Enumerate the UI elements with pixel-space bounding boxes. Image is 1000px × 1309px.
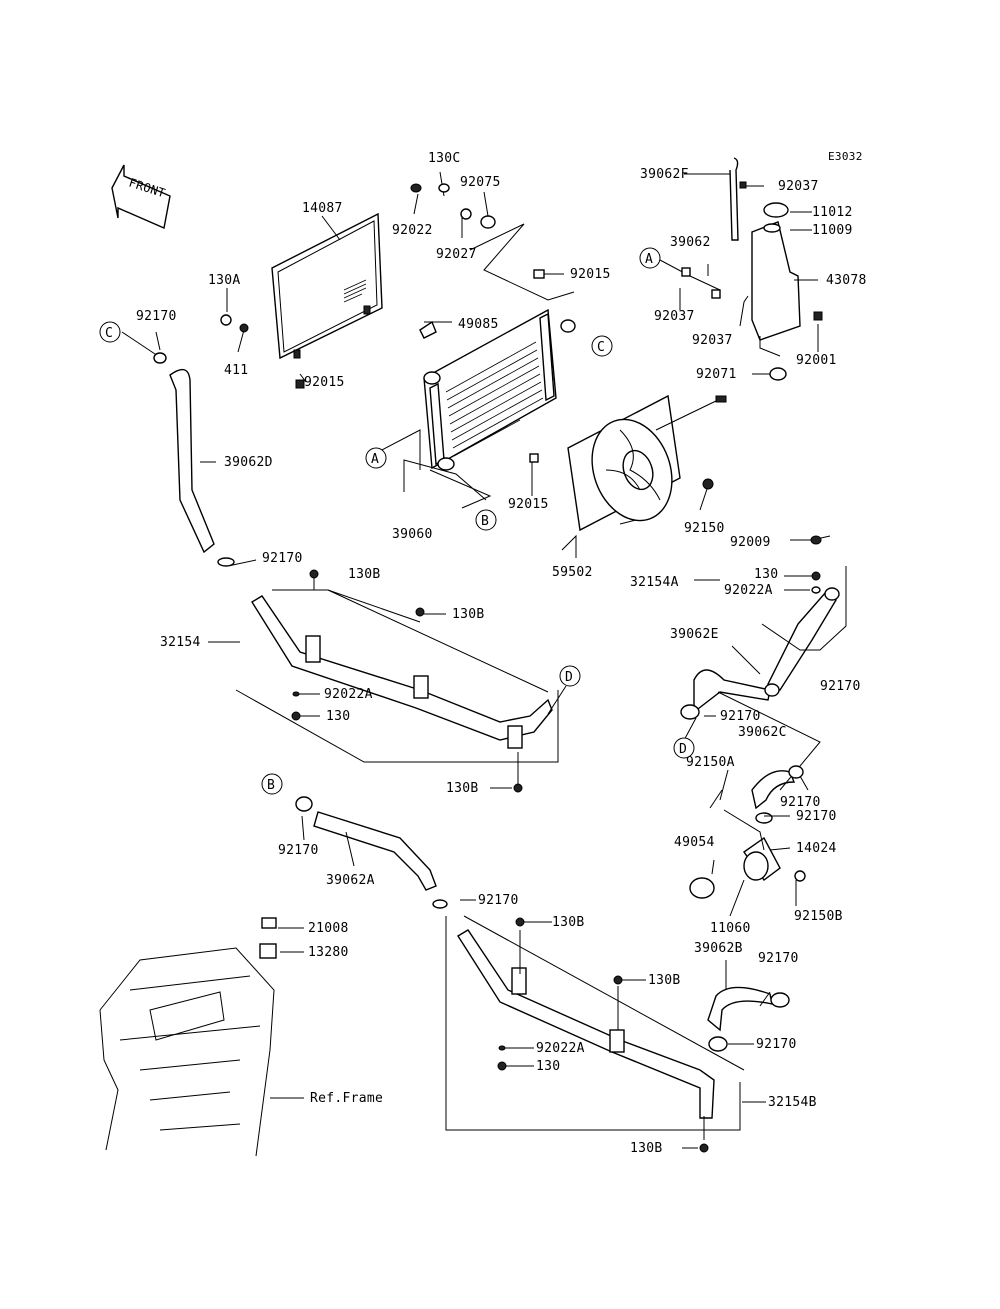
part-label: 92170	[780, 795, 821, 810]
hose-39062e	[693, 669, 771, 714]
part-label: 39062A	[326, 873, 375, 888]
part-label: 130B	[348, 567, 381, 582]
part-label: 13280	[308, 945, 349, 960]
part-label: 130	[536, 1059, 560, 1074]
part-label: 92150B	[794, 909, 843, 924]
part-label: 11060	[710, 921, 751, 936]
part-label: 14087	[302, 201, 343, 216]
svg-text:D: D	[679, 742, 687, 757]
svg-text:A: A	[645, 252, 653, 267]
part-label: 130B	[552, 915, 585, 930]
part-label: 92170	[262, 551, 303, 566]
part-label: 92022A	[724, 583, 773, 598]
part-label: 39062	[670, 235, 711, 250]
part-label: 32154A	[630, 575, 679, 590]
part-label: 92027	[436, 247, 477, 262]
part-label: 92170	[136, 309, 177, 324]
svg-text:C: C	[597, 340, 605, 355]
part-label: 11012	[812, 205, 853, 220]
thermostat-housing	[689, 812, 781, 899]
part-label: 39060	[392, 527, 433, 542]
callout-circle-c-left: C	[99, 321, 121, 343]
part-label: 92170	[720, 709, 761, 724]
frame-reference	[99, 917, 277, 1157]
svg-text:B: B	[481, 514, 489, 529]
hose-32154a	[767, 591, 837, 691]
part-label: 92015	[508, 497, 549, 512]
part-label: 92170	[796, 809, 837, 824]
leader-lines	[121, 171, 847, 1149]
part-label: 92037	[654, 309, 695, 324]
part-label: 39062F	[640, 167, 689, 182]
pipe-32154b	[457, 929, 715, 1119]
part-label: 92150	[684, 521, 725, 536]
hose-39062c	[751, 770, 796, 810]
svg-text:C: C	[105, 326, 113, 341]
svg-text:A: A	[371, 452, 379, 467]
part-label: 92015	[304, 375, 345, 390]
part-label: 11009	[812, 223, 853, 238]
fan-assembly	[567, 394, 727, 532]
part-label: 130A	[208, 273, 241, 288]
part-label: 14024	[796, 841, 837, 856]
hose-39062a	[313, 811, 437, 891]
part-label: 32154B	[768, 1095, 817, 1110]
part-label: 92075	[460, 175, 501, 190]
part-label: 130B	[446, 781, 479, 796]
radiator	[419, 308, 576, 471]
reservoir-tank	[729, 157, 823, 381]
diagram-code: E3032	[828, 150, 863, 163]
front-arrow-icon: FRONT	[111, 164, 171, 229]
part-label: 130B	[630, 1141, 663, 1156]
callout-circle-a-lower: A	[365, 447, 387, 469]
part-label: 59502	[552, 565, 593, 580]
part-label: 92170	[478, 893, 519, 908]
part-label: 130B	[452, 607, 485, 622]
part-label: 49054	[674, 835, 715, 850]
part-label: 92037	[778, 179, 819, 194]
part-label: 21008	[308, 921, 349, 936]
part-label: 92170	[820, 679, 861, 694]
part-label: 92170	[758, 951, 799, 966]
part-label: 411	[224, 363, 248, 378]
radiator-screen	[271, 212, 383, 360]
part-label: 92170	[278, 843, 319, 858]
hose-39062b	[707, 986, 773, 1032]
part-label: 43078	[826, 273, 867, 288]
part-label: 92009	[730, 535, 771, 550]
part-label: 92150A	[686, 755, 735, 770]
part-label: 39062B	[694, 941, 743, 956]
part-label: 130	[326, 709, 350, 724]
part-label: 92071	[696, 367, 737, 382]
svg-text:B: B	[267, 778, 275, 793]
svg-text:D: D	[565, 670, 573, 685]
hardware-parts	[153, 181, 840, 1153]
callout-circle-c-right: C	[591, 335, 613, 357]
part-label: 130C	[428, 151, 461, 166]
part-label: 92022A	[324, 687, 373, 702]
part-label: 92170	[756, 1037, 797, 1052]
part-label: 39062C	[738, 725, 787, 740]
part-label: 49085	[458, 317, 499, 332]
callout-circle-a-upper: A	[639, 247, 661, 269]
callout-circle-b-upper: B	[475, 509, 497, 531]
ref-frame-label: Ref.Frame	[310, 1091, 383, 1106]
hose-39062d	[169, 368, 215, 554]
part-labels: 130C 92075 14087 92022 92027 130A 92015 …	[136, 151, 867, 1156]
callout-circle-d-lower: D	[673, 737, 695, 759]
part-label: 39062D	[224, 455, 273, 470]
part-label: 92015	[570, 267, 611, 282]
callout-circle-b-lower: B	[261, 773, 283, 795]
part-label: 130B	[648, 973, 681, 988]
callout-circle-d-upper: D	[559, 665, 581, 687]
part-label: 92037	[692, 333, 733, 348]
part-label: 32154	[160, 635, 201, 650]
part-label: 39062E	[670, 627, 719, 642]
part-label: 92022A	[536, 1041, 585, 1056]
part-label: 130	[754, 567, 778, 582]
part-label: 92001	[796, 353, 837, 368]
part-label: 92022	[392, 223, 433, 238]
